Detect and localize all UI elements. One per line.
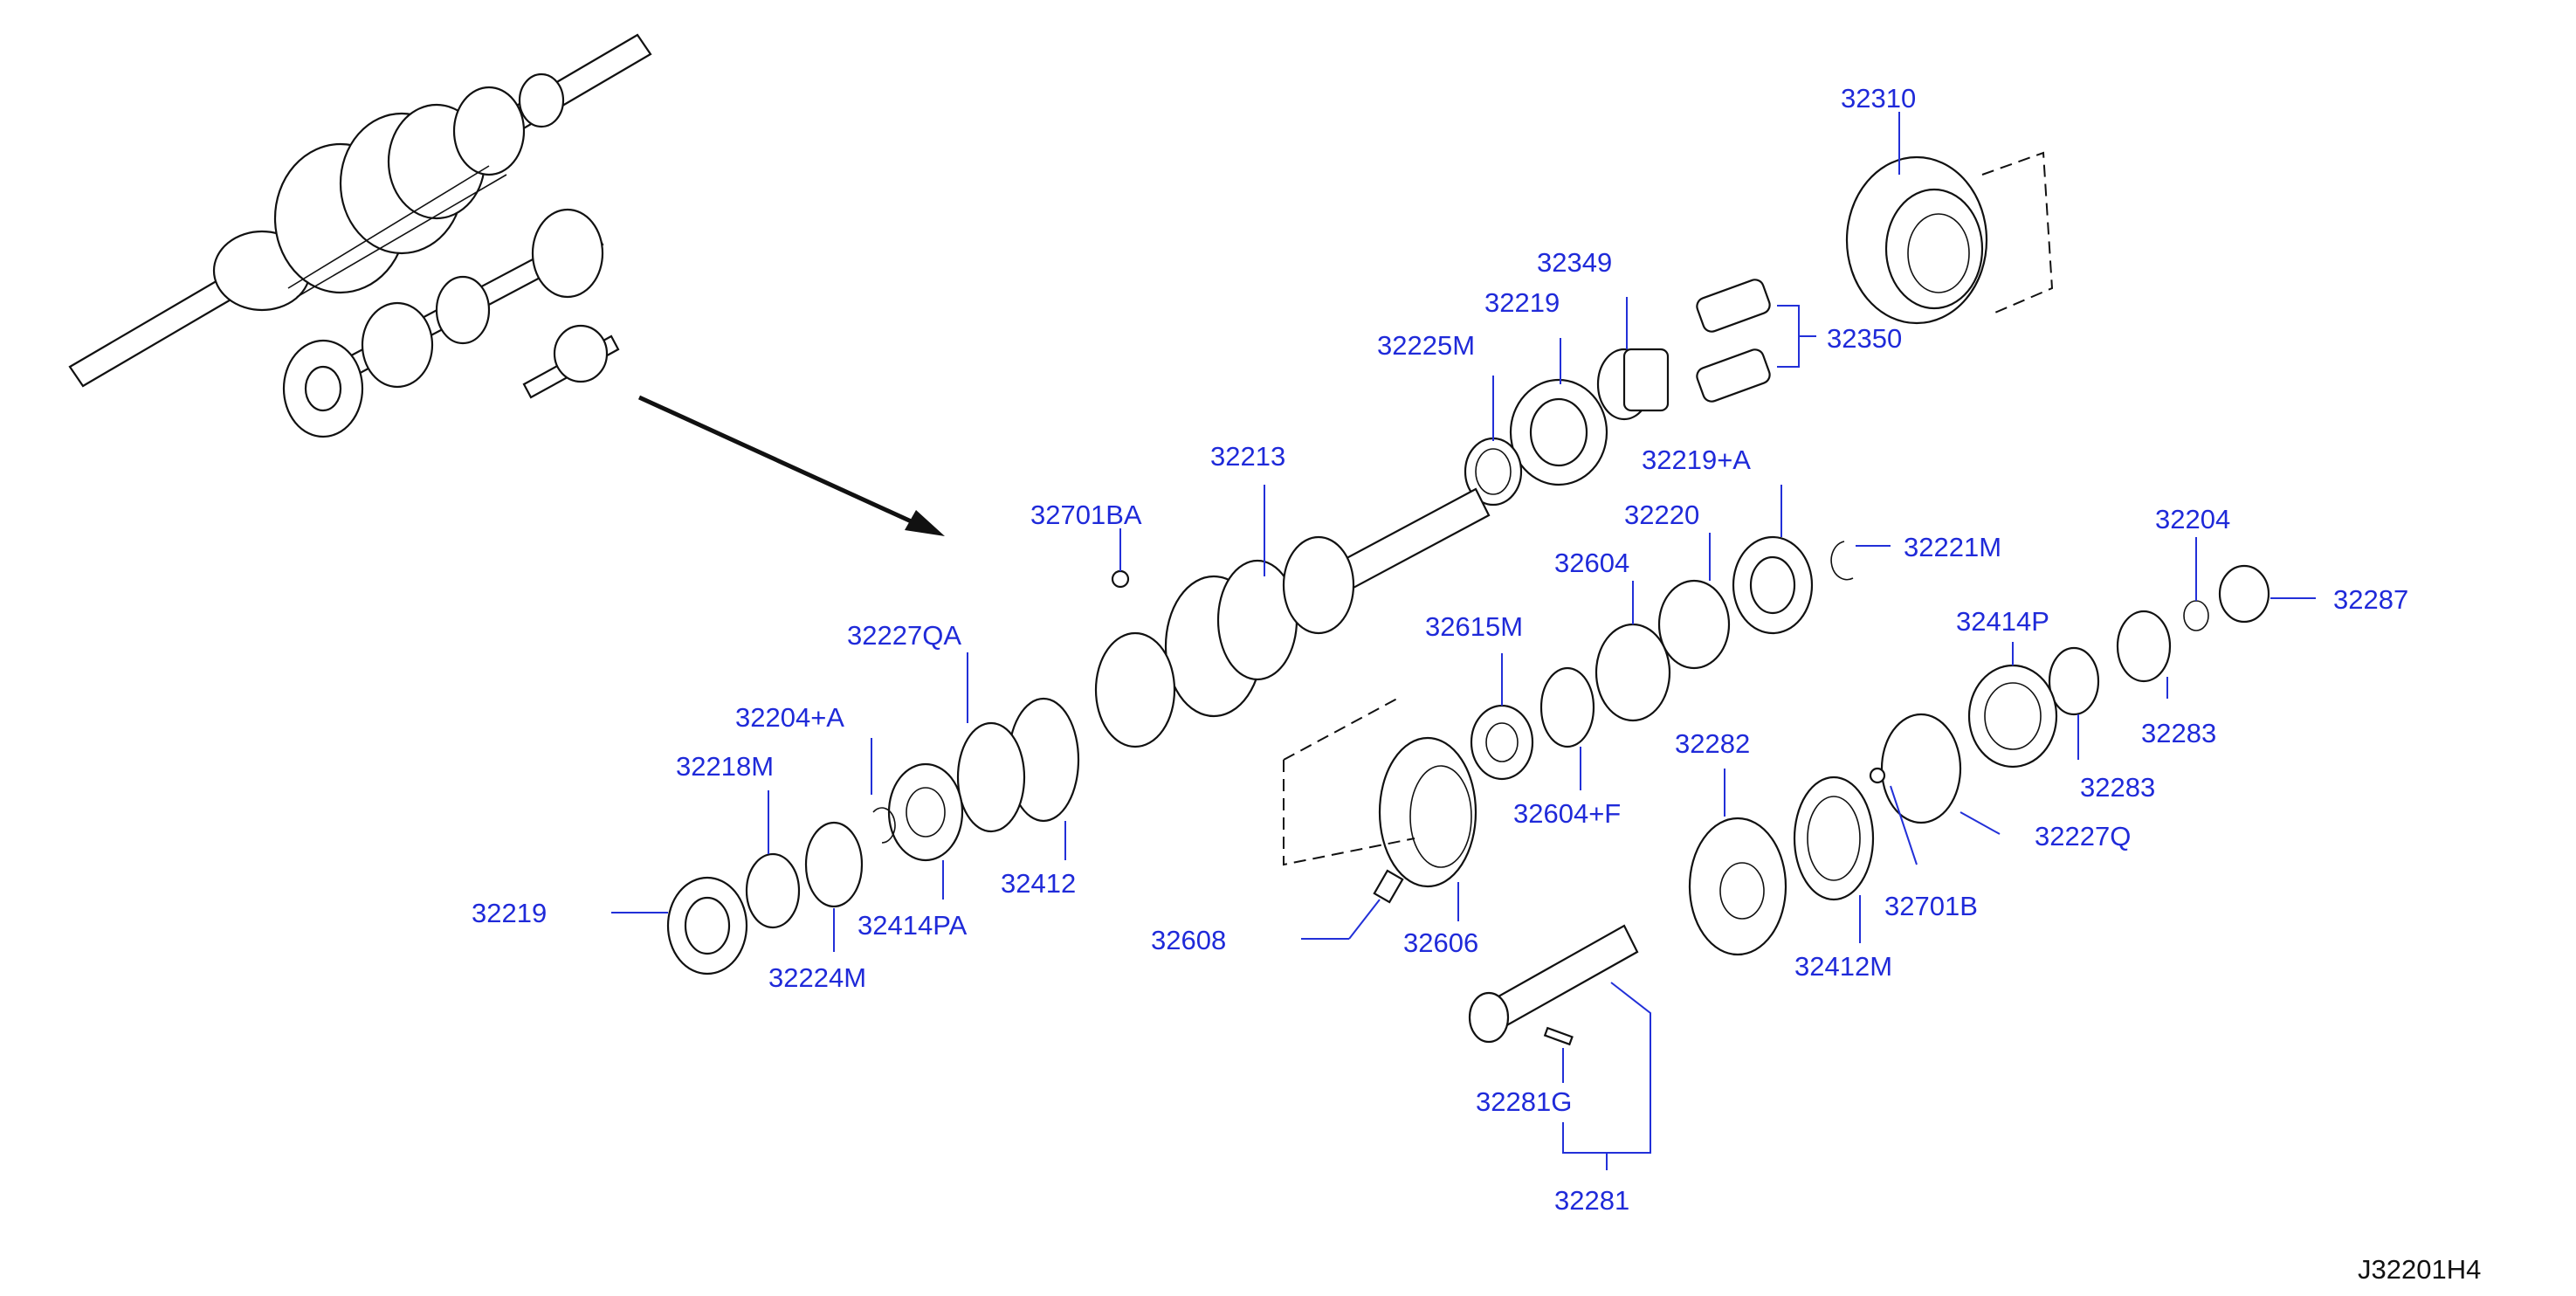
label-32219A: 32219+A: [1642, 445, 1751, 475]
label-32227QA: 32227QA: [847, 620, 961, 651]
label-32221M: 32221M: [1904, 532, 2001, 562]
label-32615M: 32615M: [1425, 611, 1523, 642]
label-32204A: 32204+A: [735, 702, 844, 733]
label-32219-top: 32219: [1484, 287, 1560, 318]
label-32606: 32606: [1403, 927, 1478, 958]
label-32310: 32310: [1841, 83, 1916, 114]
label-32349: 32349: [1537, 247, 1612, 278]
part-number-labels: 32310 32349 32219 32225M 32350 32213 322…: [472, 83, 2408, 1216]
gear-32310-drawing: [1845, 151, 2054, 325]
label-32281: 32281: [1554, 1185, 1629, 1216]
direction-arrow: [637, 395, 945, 536]
label-32219-left: 32219: [472, 898, 547, 928]
leader-lines: [611, 112, 2316, 1170]
label-32701B: 32701B: [1884, 891, 1978, 921]
label-32218M: 32218M: [676, 751, 774, 782]
label-32604F: 32604+F: [1513, 798, 1621, 829]
label-32283-a: 32283: [2141, 718, 2216, 748]
label-32287: 32287: [2333, 584, 2408, 615]
assembly-overview-illustration: [68, 33, 652, 438]
label-32281G: 32281G: [1476, 1086, 1572, 1117]
label-32608: 32608: [1151, 925, 1226, 955]
label-32282: 32282: [1675, 728, 1750, 759]
label-32604: 32604: [1554, 548, 1629, 578]
label-32220: 32220: [1624, 500, 1699, 530]
label-32224M: 32224M: [768, 962, 866, 993]
label-32412M: 32412M: [1794, 951, 1892, 982]
label-32701BA: 32701BA: [1030, 500, 1142, 530]
label-32414P: 32414P: [1956, 606, 2049, 637]
label-32350: 32350: [1827, 323, 1902, 354]
label-32204-top: 32204: [2155, 504, 2230, 534]
exploded-parts: [666, 151, 2270, 1046]
label-32412: 32412: [1001, 868, 1076, 899]
label-32414PA: 32414PA: [858, 910, 968, 941]
drawing-code: J32201H4: [2358, 1254, 2481, 1285]
label-32283-b: 32283: [2080, 772, 2155, 803]
label-32213: 32213: [1210, 441, 1285, 472]
label-32227Q: 32227Q: [2035, 821, 2131, 851]
label-32225M: 32225M: [1377, 330, 1475, 361]
